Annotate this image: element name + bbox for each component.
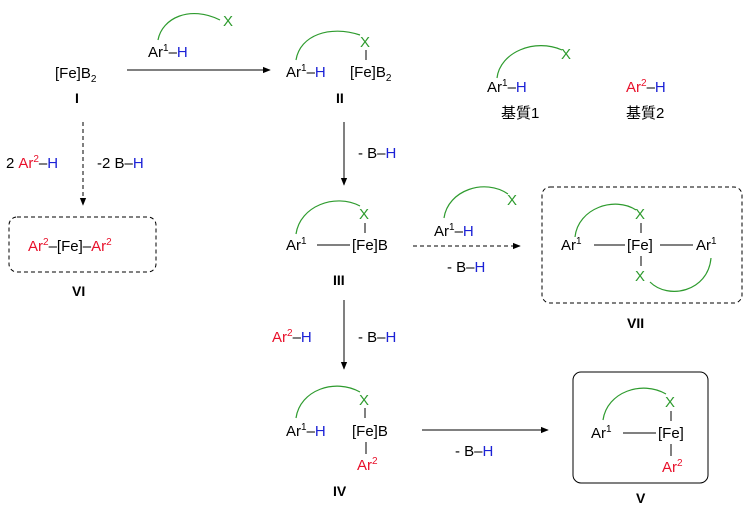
fe-b2: [Fe]B2 [350, 64, 392, 84]
reaction-III-to-IV: Ar2–H - B–H [272, 300, 396, 370]
ar2: Ar2 [662, 458, 683, 476]
ar1-right: Ar1 [696, 236, 717, 254]
ar1-h: Ar1–H [487, 78, 527, 96]
ar2-h: Ar2–H [626, 78, 666, 96]
minus-2b-h: -2 B–H [97, 155, 144, 172]
ar1: Ar1 [591, 424, 612, 442]
fe-b: [Fe]B [352, 423, 388, 440]
dashed-box [8, 216, 157, 273]
tether-arc-top [574, 203, 637, 238]
reaction-III-to-VII: X Ar1–H - B–H [413, 186, 521, 276]
ar2: Ar2 [357, 456, 378, 474]
label-IV: IV [333, 483, 347, 499]
tether-arc [496, 45, 563, 79]
ar1-h-reagent: Ar1–H [434, 222, 474, 240]
label-II: II [336, 90, 344, 106]
compound-V: X Ar1 [Fe] Ar2 V [572, 371, 709, 506]
label-VII: VII [627, 315, 644, 331]
x-atom: X [360, 34, 370, 51]
reaction-I-to-II: X Ar1–H [127, 12, 271, 74]
x-atom: X [359, 392, 369, 409]
x-atom-bottom: X [635, 268, 645, 285]
fe-center: [Fe] [627, 237, 653, 254]
substrate-1: X Ar1–H 基質1 [487, 45, 571, 122]
ar2-h-reagent: Ar2–H [272, 328, 312, 346]
compound-VII: X Ar1 [Fe] Ar1 X VII [541, 186, 743, 331]
substrate-2-caption: 基質2 [626, 104, 664, 122]
minus-b-h: - B–H [358, 329, 396, 346]
minus-b-h: - B–H [358, 145, 396, 162]
x-atom-top: X [635, 206, 645, 223]
ar1-h-reagent: Ar1–H [148, 43, 188, 61]
x-atom: X [665, 394, 675, 411]
ar1-h: Ar1–H [286, 63, 326, 81]
x-atom: X [561, 46, 571, 63]
reaction-II-to-III: - B–H [340, 122, 396, 186]
ar1: Ar1 [286, 236, 307, 254]
ar2-fe-ar2: Ar2–[Fe]–Ar2 [28, 237, 112, 255]
substrate-1-caption: 基質1 [501, 104, 539, 122]
solid-box [572, 371, 709, 484]
x-atom: X [507, 192, 517, 209]
tether-arc [295, 385, 361, 419]
reaction-IV-to-V: - B–H [422, 426, 549, 460]
fe-b: [Fe]B [352, 237, 388, 254]
minus-b-h: - B–H [447, 259, 485, 276]
label-I: I [75, 90, 79, 106]
label-VI: VI [72, 283, 85, 299]
ar1-left: Ar1 [561, 236, 582, 254]
compound-I: [Fe]B2 I [55, 65, 97, 106]
compound-IV: X Ar1–H [Fe]B Ar2 IV [286, 385, 388, 499]
tether-arc [157, 12, 221, 41]
fe-center: [Fe] [658, 425, 684, 442]
ar1-h: Ar1–H [286, 422, 326, 440]
x-atom: X [223, 13, 233, 30]
substrate-2: Ar2–H 基質2 [626, 78, 666, 122]
dashed-box [541, 186, 743, 304]
label-III: III [333, 272, 345, 288]
minus-b-h: - B–H [455, 443, 493, 460]
tether-arc [295, 200, 361, 235]
tether-arc [295, 30, 361, 61]
compound-III: X Ar1 [Fe]B III [286, 200, 388, 288]
tether-arc [602, 387, 667, 421]
tether-arc-bottom [649, 257, 712, 292]
x-atom: X [359, 206, 369, 223]
tether-arc [443, 186, 509, 219]
label-V: V [636, 490, 646, 506]
fe-b2: [Fe]B2 [55, 65, 97, 85]
compound-II: X Ar1–H [Fe]B2 II [286, 30, 392, 106]
compound-VI: Ar2–[Fe]–Ar2 VI [8, 216, 157, 299]
